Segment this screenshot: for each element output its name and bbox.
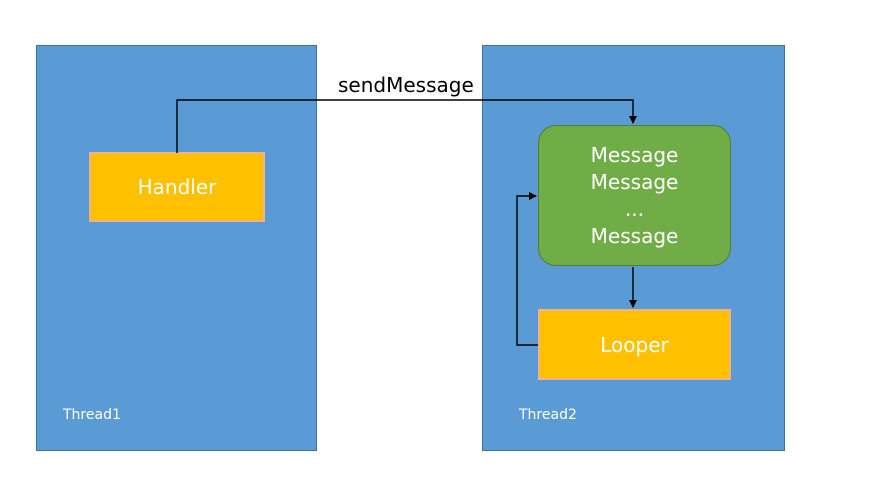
send-message-arrow	[176, 99, 637, 153]
looper-loop-arrow	[516, 192, 538, 346]
send-message-label: sendMessage	[338, 73, 474, 97]
message-ellipsis: ...	[624, 196, 645, 221]
handler-box: Handler	[89, 152, 265, 222]
message-item: Message	[590, 223, 679, 248]
looper-label: Looper	[600, 332, 669, 357]
message-queue-box: Message Message ... Message	[538, 125, 731, 266]
thread1-label: Thread1	[63, 407, 121, 423]
message-item: Message	[590, 142, 679, 167]
message-item: Message	[590, 169, 679, 194]
handler-label: Handler	[137, 175, 217, 199]
thread2-label: Thread2	[519, 407, 577, 423]
looper-box: Looper	[538, 309, 731, 380]
